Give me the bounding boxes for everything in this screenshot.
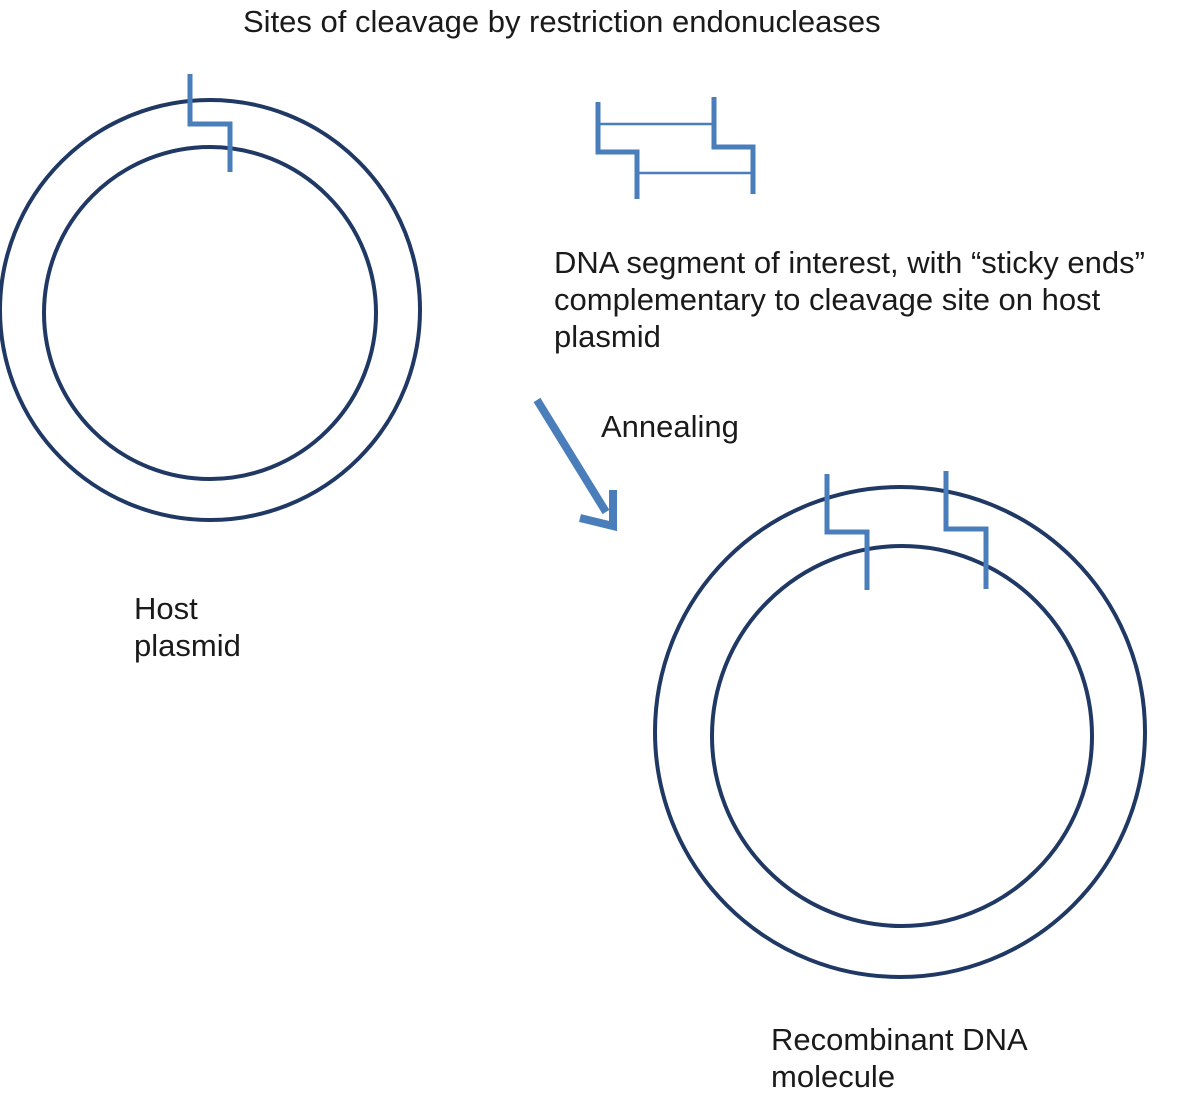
segment-caption-line-2: complementary to cleavage site on host <box>554 282 1101 317</box>
recombinant-label-line-2: molecule <box>771 1059 896 1094</box>
arrow-down-right-icon <box>533 397 617 532</box>
recombinant-plasmid <box>653 471 1147 979</box>
segment-caption-line-3: plasmid <box>554 319 661 354</box>
segment-caption-line-1: DNA segment of interest, with “sticky en… <box>554 245 1145 280</box>
recombinant-inner-strand <box>710 544 1094 928</box>
segment-left-sticky-end <box>595 102 640 199</box>
recombinant-outer-strand <box>653 485 1147 979</box>
host-plasmid-inner-strand <box>42 145 378 481</box>
recombinant-right-junction <box>943 471 989 589</box>
recombinant-label: Recombinant DNA molecule <box>771 1021 1028 1095</box>
host-cleavage-site <box>187 74 233 172</box>
segment-caption: DNA segment of interest, with “sticky en… <box>554 244 1145 355</box>
recombinant-left-junction <box>824 474 870 590</box>
host-plasmid-outer-strand <box>0 98 422 522</box>
recombinant-label-line-1: Recombinant DNA <box>771 1022 1028 1057</box>
dna-segment <box>595 97 756 199</box>
host-label-line-2: plasmid <box>134 628 241 663</box>
diagram-title: Sites of cleavage by restriction endonuc… <box>243 4 881 39</box>
host-plasmid-label: Host plasmid <box>134 590 241 664</box>
host-plasmid <box>0 74 422 522</box>
host-label-line-1: Host <box>134 591 198 626</box>
segment-right-sticky-end <box>711 97 756 194</box>
annealing-label: Annealing <box>601 409 739 444</box>
